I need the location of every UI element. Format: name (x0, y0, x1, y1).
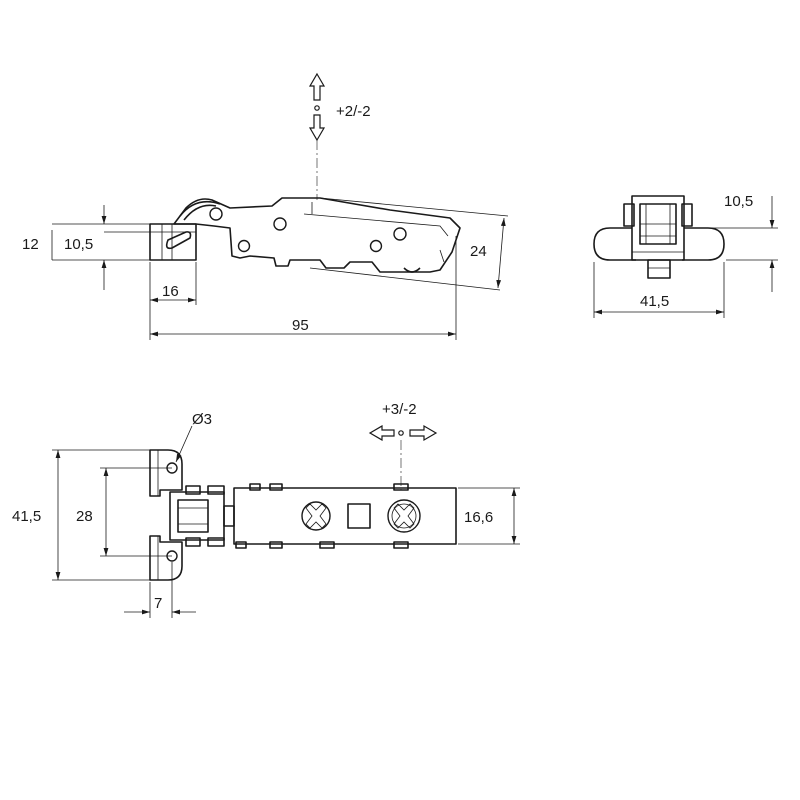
dim-label-12: 12 (22, 236, 39, 253)
dim-plate-height: 41,5 (12, 449, 150, 581)
end-view: 10,5 41,5 (593, 193, 778, 318)
top-adjust-label: +3/-2 (382, 401, 417, 418)
dim-label-16: 16 (162, 283, 179, 300)
dim-label-41-5-end: 41,5 (640, 293, 669, 310)
dim-hole-offset: 7 (124, 562, 196, 618)
hinge-arm-side (173, 197, 461, 273)
dim-label-28: 28 (76, 508, 93, 525)
dim-label-diameter: Ø3 (192, 411, 212, 428)
side-adjust-label: +2/-2 (336, 103, 371, 120)
top-view: +3/-2 (12, 401, 520, 618)
adjust-window (347, 503, 371, 529)
screw-right-icon (387, 499, 421, 533)
vertical-adjust-arrows-icon (308, 72, 326, 200)
hinge-arm-top (233, 483, 457, 549)
dim-end-offset: 10,5 (690, 193, 778, 292)
dim-hole-spacing: 28 (76, 467, 172, 557)
hinge-end-profile (593, 195, 725, 279)
dim-cup-width: 16 (149, 262, 197, 340)
dim-length: 95 (150, 236, 457, 340)
dim-end-width: 41,5 (593, 262, 725, 318)
dim-label-10-5-side: 10,5 (64, 236, 93, 253)
horizontal-adjust-arrows-icon (368, 424, 438, 490)
dim-arm-width: 16,6 (458, 487, 520, 545)
dim-label-24: 24 (470, 243, 487, 260)
hole-diameter-callout: Ø3 (175, 411, 212, 463)
side-view: +2/-2 (22, 72, 509, 340)
screw-left-icon (301, 501, 331, 531)
dim-label-16-6: 16,6 (464, 509, 493, 526)
dim-label-41-5-top: 41,5 (12, 508, 41, 525)
dim-base-height: 10,5 (64, 231, 150, 253)
dim-label-95: 95 (292, 317, 309, 334)
hinge-cup-side (149, 223, 197, 261)
dim-overall-height: 12 (22, 205, 150, 290)
dim-arm-height: 24 (309, 197, 509, 291)
hinge-knuckle-top (169, 485, 235, 547)
dim-label-7: 7 (154, 595, 162, 612)
dim-label-10-5-end: 10,5 (724, 193, 753, 210)
